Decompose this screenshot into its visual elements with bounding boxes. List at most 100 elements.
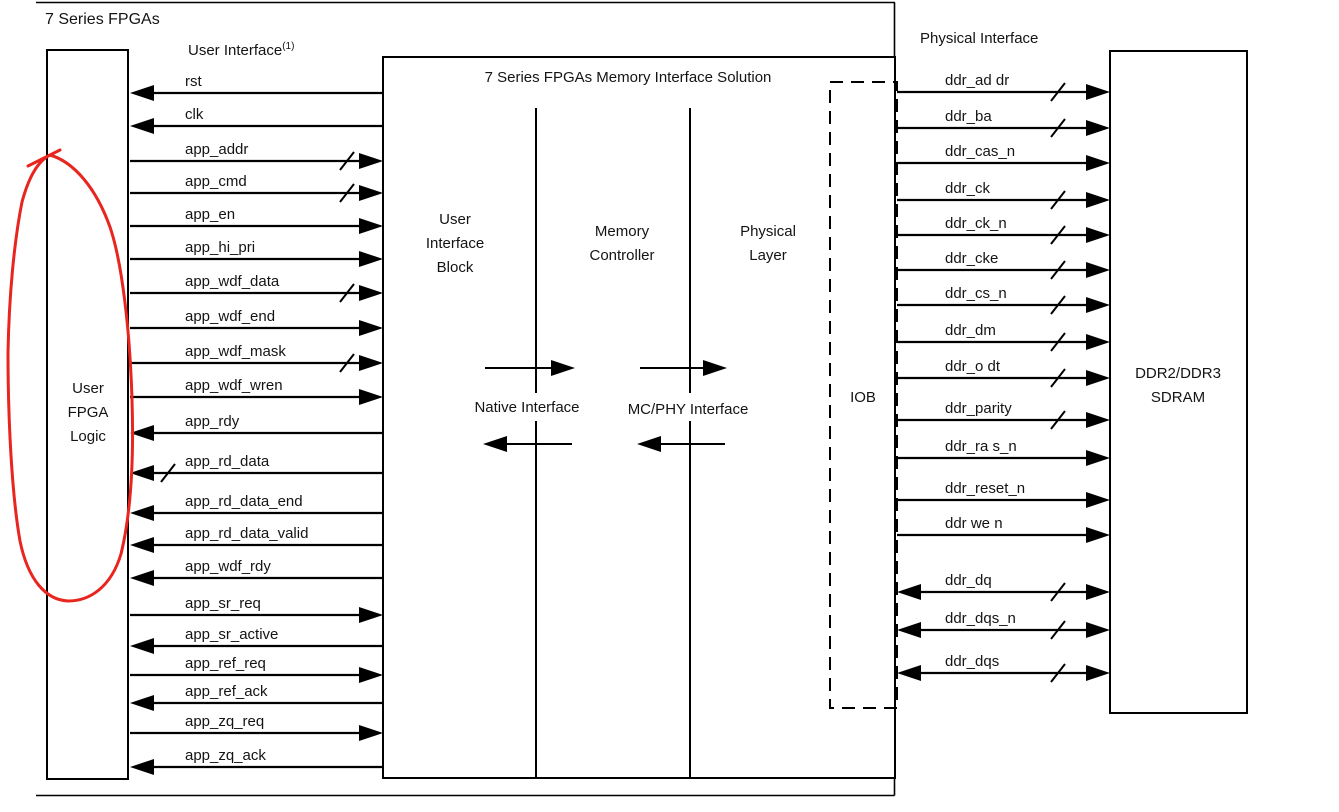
- signal-app_wdf_rdy: app_wdf_rdy: [130, 558, 383, 586]
- arrowhead: [1086, 412, 1110, 428]
- signal-label: clk: [185, 106, 204, 123]
- signal-label: ddr_cas_n: [945, 143, 1015, 160]
- signal-app_addr: app_addr: [130, 141, 383, 171]
- signal-app_sr_req: app_sr_req: [130, 595, 383, 623]
- signal-ddr_ck: ddr_ck: [897, 180, 1110, 210]
- bus-slash: [339, 353, 355, 373]
- signal-label: app_wdf_end: [185, 308, 275, 325]
- signal-label: app_en: [185, 206, 235, 223]
- signal-app_rd_data_end: app_rd_data_end: [130, 493, 383, 521]
- signal-ddr_cke: ddr_cke: [897, 250, 1110, 280]
- arrowhead: [359, 725, 383, 741]
- signal-label: ddr_cke: [945, 250, 998, 267]
- signal-label: app_hi_pri: [185, 239, 255, 256]
- signal-label: app_wdf_wren: [185, 377, 283, 394]
- signal-label: app_sr_active: [185, 626, 278, 643]
- physical-interface-signals: ddr_ad dr ddr_ba ddr_cas_n ddr_ck ddr_ck_ndd…: [897, 72, 1110, 683]
- signal-app_hi_pri: app_hi_pri: [130, 239, 383, 267]
- signal-app_ref_req: app_ref_req: [130, 655, 383, 683]
- sdram-label: DDR2/DDR3: [1135, 365, 1221, 382]
- arrowhead: [897, 665, 921, 681]
- hand-drawn-circle-annotation: [6, 148, 135, 603]
- arrowhead: [1086, 527, 1110, 543]
- arrowhead: [130, 425, 154, 441]
- arrowhead: [130, 759, 154, 775]
- arrowhead: [1086, 622, 1110, 638]
- arrowhead: [130, 465, 154, 481]
- arrowhead: [359, 320, 383, 336]
- bus-slash: [1050, 368, 1066, 388]
- bus-slash: [1050, 260, 1066, 280]
- arrowhead: [1086, 155, 1110, 171]
- signal-label: ddr_ad dr: [945, 72, 1009, 89]
- signal-label: ddr_dq: [945, 572, 992, 589]
- bus-slash: [339, 283, 355, 303]
- signal-app_rdy: app_rdy: [130, 413, 383, 441]
- arrowhead: [897, 584, 921, 600]
- user-fpga-logic-label: Logic: [70, 428, 106, 445]
- arrowhead: [1086, 334, 1110, 350]
- sdram-label: SDRAM: [1151, 389, 1205, 406]
- bus-slash: [1050, 582, 1066, 602]
- arrowhead: [130, 570, 154, 586]
- signal-ddr_ck_n: ddr_ck_n: [897, 215, 1110, 245]
- arrowhead: [1086, 262, 1110, 278]
- signal-ddr_o dt: ddr_o dt: [897, 358, 1110, 388]
- signal-label: app_zq_ack: [185, 747, 266, 764]
- arrowhead: [1086, 584, 1110, 600]
- bus-slash: [1050, 332, 1066, 352]
- arrowhead: [897, 622, 921, 638]
- signal-app_rd_data: app_rd_data: [130, 453, 383, 483]
- signal-label: ddr_o dt: [945, 358, 1001, 375]
- bus-slash: [1050, 82, 1066, 102]
- signal-label: app_wdf_rdy: [185, 558, 271, 575]
- signal-label: ddr_cs_n: [945, 285, 1007, 302]
- signal-app_rd_data_valid: app_rd_data_valid: [130, 525, 383, 553]
- arrowhead: [1086, 192, 1110, 208]
- signal-clk: clk: [130, 106, 383, 134]
- signal-label: app_zq_req: [185, 713, 264, 730]
- signal-label: app_rd_data: [185, 453, 270, 470]
- memory-interface-solution-box: [382, 56, 896, 779]
- user-interface-heading: User Interface(1): [188, 41, 294, 59]
- bus-slash: [1050, 295, 1066, 315]
- mcphy-interface-label: MC/PHY Interface: [628, 401, 749, 418]
- arrowhead: [130, 85, 154, 101]
- section-physical-layer-label: Physical: [740, 223, 796, 240]
- signal-ddr_ba: ddr_ba: [897, 108, 1110, 138]
- arrowhead: [359, 355, 383, 371]
- signal-label: app_ref_ack: [185, 683, 268, 700]
- arrowhead: [359, 389, 383, 405]
- signal-ddr_dm: ddr_dm: [897, 322, 1110, 352]
- signal-app_wdf_wren: app_wdf_wren: [130, 377, 383, 405]
- arrowhead: [130, 505, 154, 521]
- signal-ddr_cs_n: ddr_cs_n: [897, 285, 1110, 315]
- native-interface-write-arrow: [485, 360, 575, 376]
- user-interface-signals: rstclkapp_addrapp_cmdapp_enapp_hi_priapp…: [130, 73, 383, 775]
- bus-slash: [1050, 663, 1066, 683]
- native-interface-label: Native Interface: [474, 399, 579, 416]
- signal-label: app_cmd: [185, 173, 247, 190]
- arrowhead: [1086, 227, 1110, 243]
- signal-label: ddr we n: [945, 515, 1003, 532]
- signal-label: ddr_reset_n: [945, 480, 1025, 497]
- section-physical-layer-label: Layer: [749, 247, 787, 264]
- signal-app_wdf_end: app_wdf_end: [130, 308, 383, 336]
- signal-ddr_ad dr: ddr_ad dr: [897, 72, 1110, 102]
- bus-slash: [1050, 410, 1066, 430]
- mcphy-interface-write-arrow: [640, 360, 727, 376]
- arrowhead: [130, 638, 154, 654]
- signal-ddr_parity: ddr_parity: [897, 400, 1110, 430]
- signal-app_ref_ack: app_ref_ack: [130, 683, 383, 711]
- arrowhead: [1086, 370, 1110, 386]
- signal-label: app_wdf_mask: [185, 343, 286, 360]
- arrowhead: [359, 218, 383, 234]
- arrowhead: [1086, 297, 1110, 313]
- signal-app_wdf_data: app_wdf_data: [130, 273, 383, 303]
- user-fpga-logic-box: [46, 49, 129, 780]
- signal-label: ddr_ck_n: [945, 215, 1007, 232]
- iob-label: IOB: [850, 389, 876, 406]
- iob-box: [829, 81, 898, 709]
